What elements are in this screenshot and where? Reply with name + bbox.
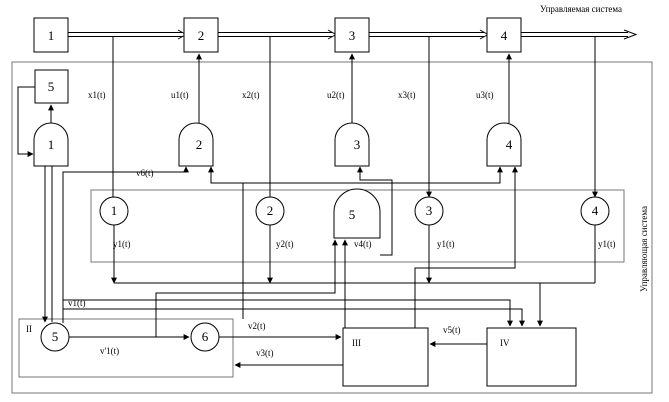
top-block-1: 1 <box>33 17 69 53</box>
svg-text:5: 5 <box>52 329 59 344</box>
gate-1: 1 <box>33 122 69 167</box>
svg-text:2: 2 <box>196 137 203 152</box>
managed-system-label: Управляемая система <box>540 4 622 14</box>
top-block-2: 2 <box>183 17 219 53</box>
label-x3: x3(t) <box>398 90 416 100</box>
block-5: 5 <box>34 69 69 104</box>
label-x1: x1(t) <box>88 90 106 100</box>
svg-text:1: 1 <box>48 137 55 152</box>
label-x2: x2(t) <box>242 90 260 100</box>
node-6: 6 <box>190 322 220 352</box>
svg-text:6: 6 <box>202 329 209 344</box>
label-v3: v3(t) <box>256 348 274 358</box>
svg-text:4: 4 <box>501 28 508 43</box>
gate-3: 3 <box>334 122 370 167</box>
label-v6: v6(t) <box>136 168 154 178</box>
svg-text:5: 5 <box>349 207 356 222</box>
label-v4: v4(t) <box>354 239 372 249</box>
control-system-label: Управляющая система <box>639 206 649 292</box>
svg-text:1: 1 <box>48 28 55 43</box>
label-y2: y2(t) <box>276 239 294 249</box>
top-block-3: 3 <box>334 17 370 53</box>
control-system-frame <box>11 61 653 394</box>
gate-2: 2 <box>178 122 214 167</box>
svg-text:4: 4 <box>506 137 513 152</box>
label-u3: u3(t) <box>476 90 494 100</box>
svg-text:3: 3 <box>349 28 356 43</box>
svg-text:III: III <box>352 338 361 348</box>
block-iii: III <box>342 327 429 387</box>
svg-text:2: 2 <box>198 28 205 43</box>
sensor-4: 4 <box>580 196 610 226</box>
label-vp1: v'1(t) <box>100 346 119 356</box>
sensor-2: 2 <box>255 196 285 226</box>
svg-text:5: 5 <box>48 79 55 94</box>
gate-5: 5 <box>333 188 381 239</box>
svg-text:1: 1 <box>111 203 118 218</box>
top-block-4: 4 <box>486 17 522 53</box>
label-v5: v5(t) <box>443 325 461 335</box>
svg-text:3: 3 <box>426 203 433 218</box>
node-5: 5 <box>40 322 70 352</box>
subsystem-ii-frame <box>18 318 234 378</box>
sensor-3: 3 <box>414 196 444 226</box>
wires <box>17 37 598 368</box>
svg-text:4: 4 <box>592 203 599 218</box>
label-y1a: y1(t) <box>113 239 131 249</box>
label-ii: II <box>26 324 32 334</box>
svg-text:IV: IV <box>500 338 510 348</box>
svg-text:3: 3 <box>354 137 361 152</box>
label-y1b: y1(t) <box>437 239 455 249</box>
signal-labels: x1(t) u1(t) x2(t) u2(t) x3(t) u3(t) v6(t… <box>68 90 616 358</box>
block-iv: IV <box>486 327 577 387</box>
label-u2: u2(t) <box>327 90 345 100</box>
label-v2: v2(t) <box>248 321 266 331</box>
label-y1c: y1(t) <box>598 239 616 249</box>
sensor-1: 1 <box>99 196 129 226</box>
label-u1: u1(t) <box>171 90 189 100</box>
label-v1: v1(t) <box>68 298 86 308</box>
svg-text:2: 2 <box>267 203 274 218</box>
gate-4: 4 <box>486 122 522 167</box>
